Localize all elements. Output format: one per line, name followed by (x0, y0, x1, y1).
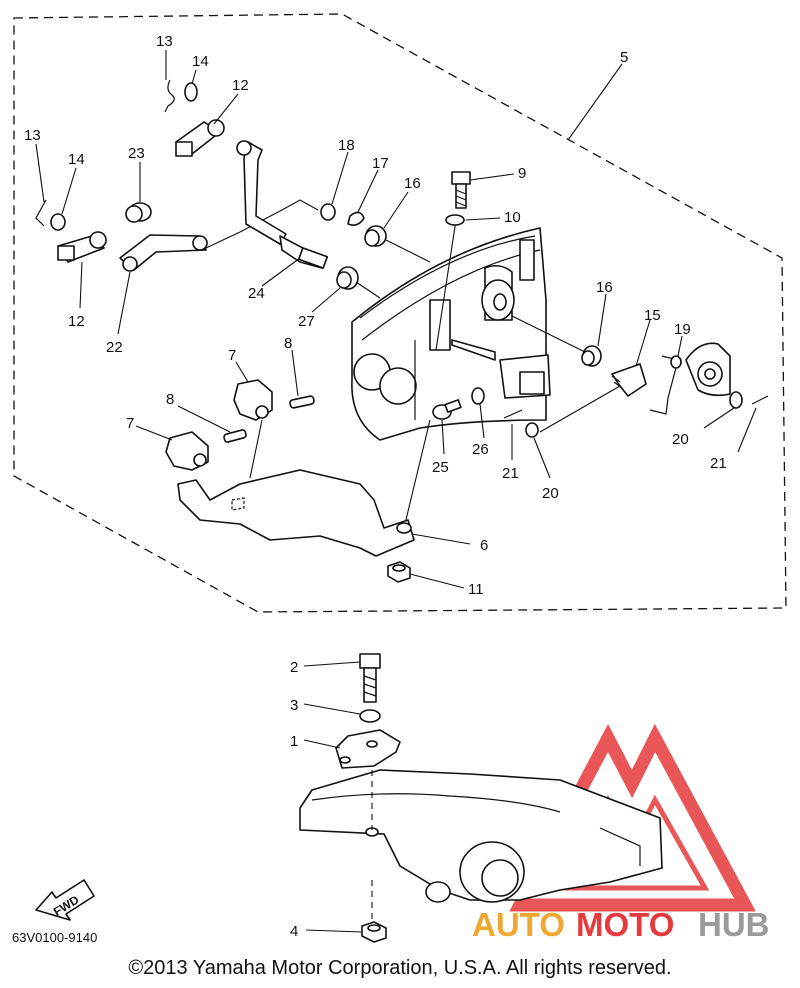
clip-13a (164, 79, 175, 113)
cam-assembly (685, 342, 731, 397)
bracket-7b (165, 431, 209, 471)
callout-labels: 13 14 12 13 14 23 12 22 18 17 16 9 10 5 … (24, 33, 727, 940)
bushing-27 (336, 266, 359, 290)
nut-11 (387, 561, 411, 583)
callout-7: 7 (126, 415, 134, 432)
clip-13b (35, 199, 47, 227)
washer-20a (525, 422, 539, 438)
bracket-1 (335, 729, 401, 769)
link-19 (649, 355, 682, 415)
callout-14: 14 (192, 53, 209, 70)
clip-17 (347, 211, 365, 226)
callout-5: 5 (620, 49, 628, 66)
bolt-25 (432, 399, 462, 420)
callout-4: 4 (290, 923, 298, 940)
copyright-notice: ©2013 Yamaha Motor Corporation, U.S.A. A… (128, 957, 672, 979)
callout-13: 13 (24, 127, 41, 144)
watermark-wordmark: AUTO MOTO HUB (472, 906, 770, 943)
bushing-16b (581, 345, 602, 367)
watermark-hub: HUB (698, 906, 770, 943)
assembly-boundary (13, 13, 787, 613)
pin-21a (503, 409, 523, 419)
stud-line (403, 419, 431, 529)
callout-27: 27 (298, 313, 315, 330)
callout-25: 25 (432, 459, 449, 476)
swivel-bracket (299, 769, 663, 903)
washer-18 (320, 203, 336, 221)
washer-14b (50, 213, 66, 231)
lever-22 (119, 234, 208, 272)
callout-6: 6 (480, 537, 488, 554)
callout-14: 14 (68, 151, 85, 168)
callout-8: 8 (284, 335, 292, 352)
pin-line (435, 219, 457, 351)
callout-20: 20 (672, 431, 689, 448)
callout-21: 21 (502, 465, 519, 482)
fwd-arrow-icon: FWD (35, 879, 95, 921)
callout-2: 2 (290, 659, 298, 676)
callout-17: 17 (372, 155, 389, 172)
callout-1: 1 (290, 733, 298, 750)
diagram-code: 63V0100-9140 (12, 930, 98, 945)
pin-21b (751, 395, 769, 405)
callout-23: 23 (128, 145, 145, 162)
callout-20: 20 (542, 485, 559, 502)
joint-12b (57, 231, 107, 263)
callout-24: 24 (248, 285, 265, 302)
bolt-2 (359, 653, 381, 703)
callout-18: 18 (338, 137, 355, 154)
washer-3 (359, 709, 381, 723)
bracket-7a (233, 379, 273, 421)
callout-7: 7 (228, 347, 236, 364)
washer-20b (729, 391, 743, 409)
callout-26: 26 (472, 441, 489, 458)
callout-8: 8 (166, 391, 174, 408)
callout-9: 9 (518, 165, 526, 182)
watermark-moto: MOTO (576, 906, 674, 943)
callout-21: 21 (710, 455, 727, 472)
callout-13: 13 (156, 33, 173, 50)
plate-6 (177, 469, 415, 557)
callout-10: 10 (504, 209, 521, 226)
washer-26 (471, 387, 485, 405)
callout-16: 16 (596, 279, 613, 296)
watermark-auto: AUTO (472, 906, 565, 943)
shift-lever-24 (236, 140, 329, 269)
bolt-9 (451, 171, 471, 209)
callout-22: 22 (106, 339, 123, 356)
pin-8b (223, 429, 247, 443)
callout-12: 12 (68, 313, 85, 330)
bushing-23 (125, 202, 152, 223)
callout-15: 15 (644, 307, 661, 324)
washer-10 (445, 214, 465, 226)
joint-12a (175, 119, 225, 157)
pin-8a (289, 395, 315, 409)
leader-lines (35, 50, 757, 933)
washer-14a (184, 82, 198, 102)
callout-3: 3 (290, 697, 298, 714)
lever-15 (611, 363, 647, 397)
bushing-16a (364, 225, 387, 247)
callout-16: 16 (404, 175, 421, 192)
callout-19: 19 (674, 321, 691, 338)
nut-4 (361, 921, 387, 943)
callout-12: 12 (232, 77, 249, 94)
callout-11: 11 (468, 581, 484, 598)
